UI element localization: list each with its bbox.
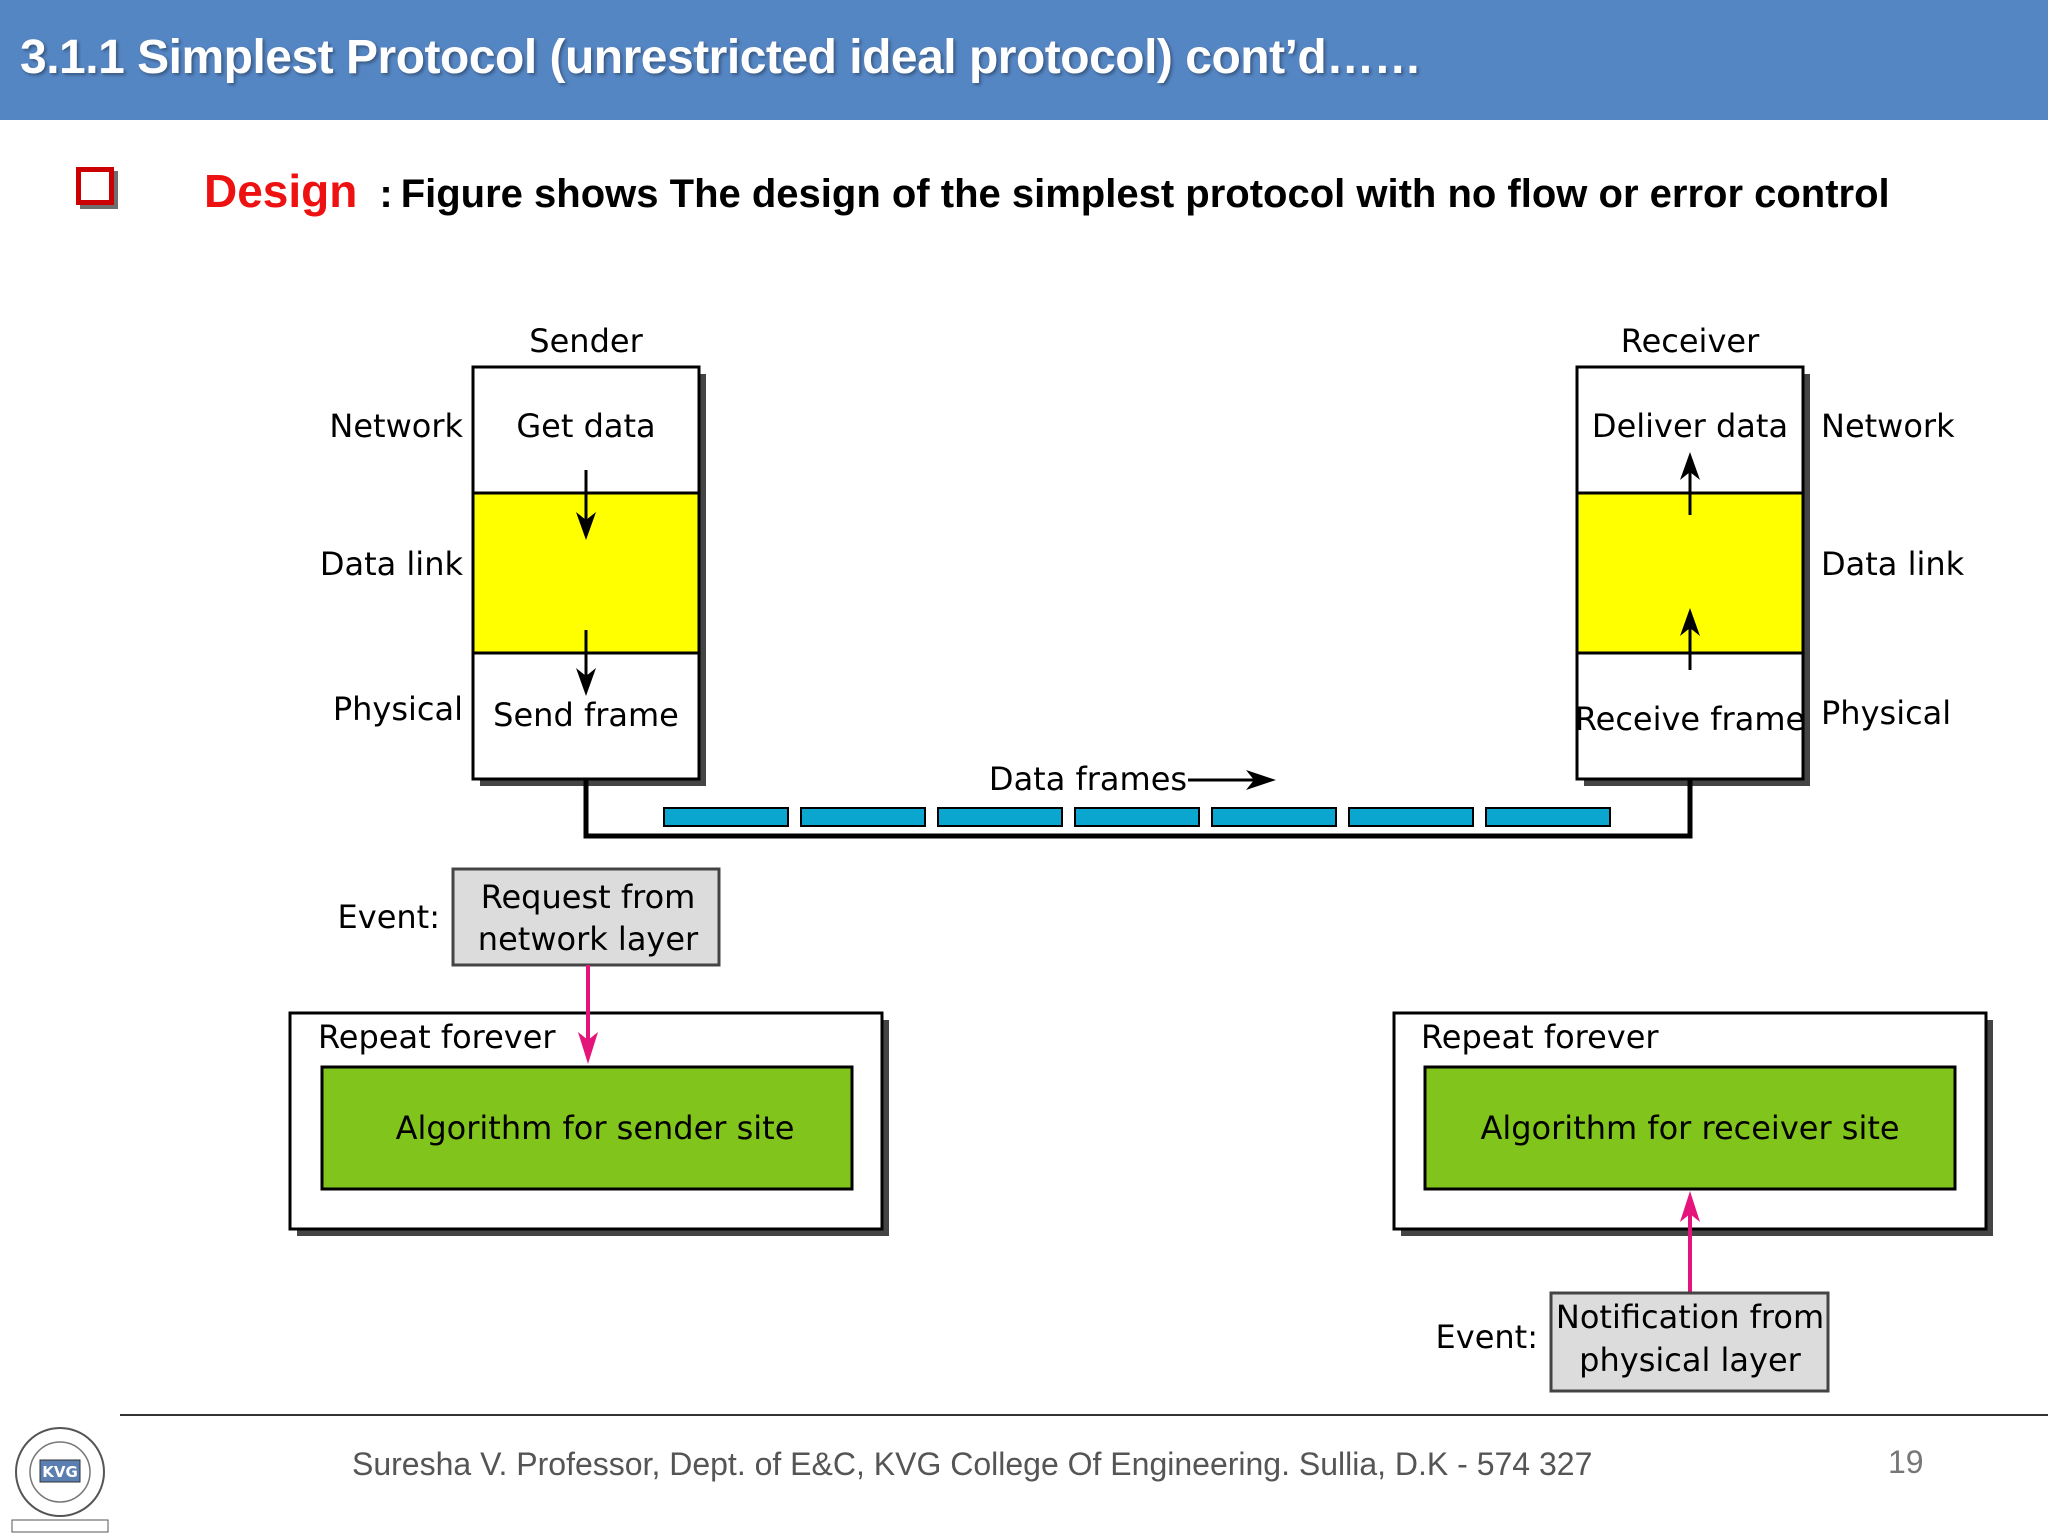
- logo-text: KVG: [42, 1463, 78, 1481]
- sender-datalink-label: Data link: [320, 545, 464, 583]
- receiver-physical-cell-text: Receive frame: [1575, 700, 1805, 738]
- college-logo-icon: KVG: [11, 1427, 109, 1533]
- sender-network-label: Network: [329, 407, 463, 445]
- receiver-event-line2: physical layer: [1579, 1341, 1801, 1379]
- receiver-network-cell-text: Deliver data: [1592, 407, 1788, 445]
- sender-loop-label: Repeat forever: [318, 1018, 556, 1056]
- sender-algorithm-box: [320, 1065, 854, 1191]
- sender-physical-label: Physical: [333, 690, 463, 728]
- slide-header: 3.1.1 Simplest Protocol (unrestricted id…: [0, 0, 2048, 120]
- sender-algorithm-text: Algorithm for sender site: [396, 1109, 795, 1147]
- data-frame: [1074, 807, 1200, 827]
- data-frame: [1348, 807, 1474, 827]
- page-number: 19: [1888, 1444, 1924, 1480]
- data-frame: [663, 807, 789, 827]
- receiver-event-box: [1549, 1291, 1830, 1393]
- receiver-event-line1: Notification from: [1556, 1298, 1824, 1336]
- footer-divider: [120, 1414, 2048, 1416]
- receiver-event-arrowhead: [1680, 1191, 1700, 1222]
- receiver-up-arrowhead-2: [1680, 452, 1700, 480]
- data-frames-label: Data frames: [989, 760, 1187, 798]
- slide-title: 3.1.1 Simplest Protocol (unrestricted id…: [20, 31, 1422, 84]
- data-frames-group: [663, 807, 1611, 827]
- sender-down-arrowhead-1: [576, 512, 596, 540]
- design-description: Figure shows The design of the simplest …: [400, 172, 1890, 216]
- receiver-up-arrowhead-1: [1680, 608, 1700, 636]
- receiver-datalink-label: Data link: [1821, 545, 1965, 583]
- data-frame: [937, 807, 1063, 827]
- receiver-network-label: Network: [1821, 407, 1955, 445]
- sender-network-cell-text: Get data: [516, 407, 655, 445]
- design-separator: :: [379, 172, 393, 216]
- data-frame: [1211, 807, 1337, 827]
- data-frames-arrowhead: [1246, 770, 1276, 790]
- sender-event-line1: Request from: [481, 878, 696, 916]
- data-frame: [800, 807, 926, 827]
- sender-event-label: Event:: [338, 898, 440, 936]
- transmission-link: [583, 779, 1693, 839]
- receiver-algorithm-box: [1423, 1065, 1957, 1191]
- design-line: Design:Figure shows The design of the si…: [204, 164, 1890, 218]
- design-label: Design: [204, 165, 358, 217]
- sender-down-arrowhead-2: [576, 668, 596, 696]
- sender-event-box: [451, 867, 721, 967]
- sender-title: Sender: [529, 322, 643, 360]
- receiver-event-label: Event:: [1436, 1318, 1538, 1356]
- sender-event-line2: network layer: [478, 920, 699, 958]
- footer-credit: Suresha V. Professor, Dept. of E&C, KVG …: [352, 1446, 1593, 1482]
- bullet-square-icon: [76, 167, 114, 205]
- receiver-physical-label: Physical: [1821, 694, 1951, 732]
- receiver-title: Receiver: [1621, 322, 1760, 360]
- data-frame: [1485, 807, 1611, 827]
- sender-physical-cell-text: Send frame: [493, 696, 679, 734]
- receiver-algorithm-text: Algorithm for receiver site: [1480, 1109, 1899, 1147]
- receiver-physical-cell: [1575, 651, 1805, 781]
- sender-event-arrowhead: [578, 1032, 598, 1064]
- receiver-loop-label: Repeat forever: [1421, 1018, 1659, 1056]
